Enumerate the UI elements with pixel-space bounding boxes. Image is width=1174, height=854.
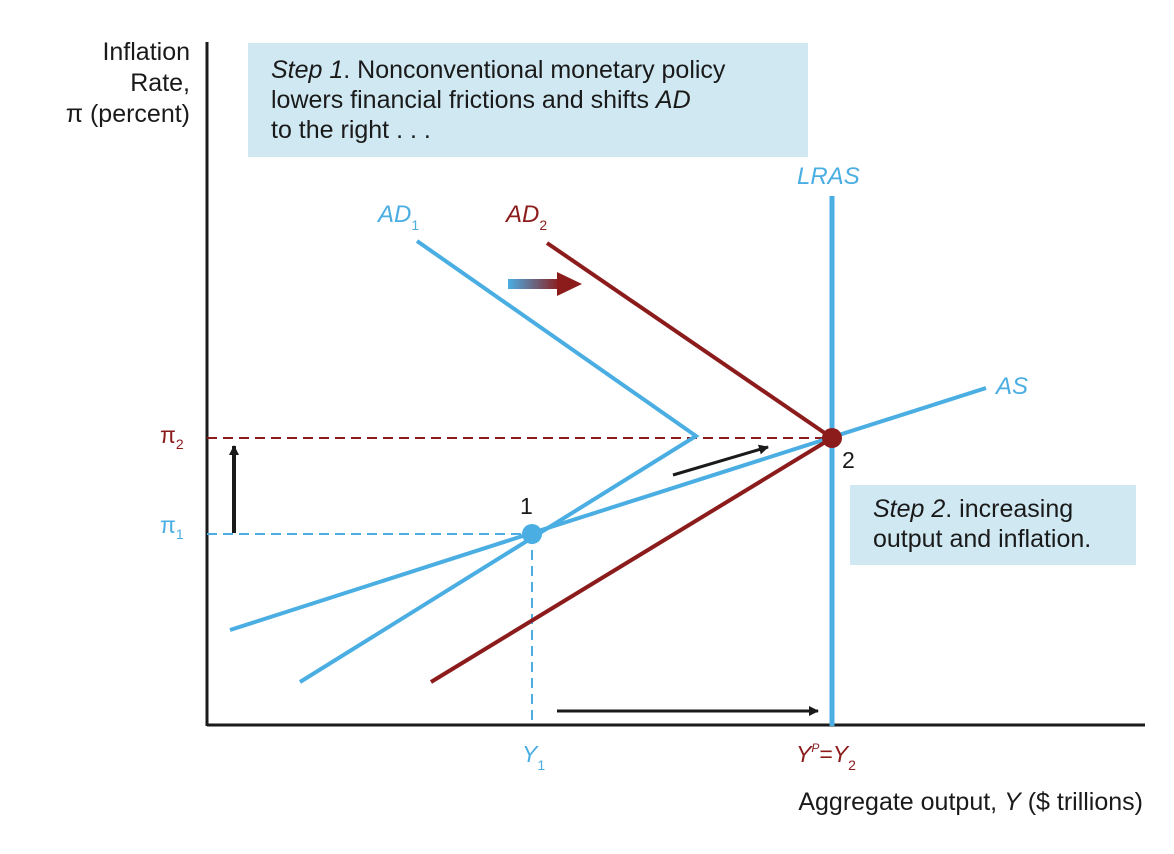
step-2-line-1-text: . increasing bbox=[945, 495, 1074, 523]
step-2-line-2: output and inflation. bbox=[873, 525, 1092, 553]
y-axis-title-line-3: π (percent) bbox=[65, 100, 190, 128]
as-label: AS bbox=[994, 373, 1028, 400]
step-1-line-3: to the right . . . bbox=[271, 116, 431, 144]
lras-label: LRAS bbox=[797, 163, 860, 190]
ad1-curve bbox=[298, 239, 700, 684]
step-2-lead: Step 2 bbox=[873, 495, 946, 523]
x-axis-title: Aggregate output, Y ($ trillions) bbox=[700, 788, 1143, 817]
y-axis-title-line-1: Inflation bbox=[102, 38, 190, 66]
as-movement-arrow bbox=[672, 444, 769, 477]
ad2-curve bbox=[429, 241, 836, 684]
y1-tick-label: Y1 bbox=[522, 741, 545, 773]
step-1-line-1-text: . Nonconventional monetary policy bbox=[343, 56, 726, 84]
x-axis-title-suffix: ($ trillions) bbox=[1020, 788, 1143, 816]
step-2-line-1: Step 2. increasing bbox=[873, 494, 1136, 524]
x-axis-title-prefix: Aggregate output, bbox=[798, 788, 1005, 816]
step-1-line-1: Step 1. Nonconventional monetary policy bbox=[271, 55, 808, 85]
point-1-label: 1 bbox=[520, 493, 533, 519]
equilibrium-point-2 bbox=[822, 428, 842, 448]
step-1-callout: Step 1. Nonconventional monetary policy … bbox=[248, 43, 808, 157]
ad-shift-arrow bbox=[508, 272, 582, 296]
y-axis-title: Inflation Rate, π (percent) bbox=[20, 37, 190, 130]
step-1-line-2: lowers financial frictions and shifts AD bbox=[271, 85, 808, 115]
equilibrium-point-1 bbox=[522, 524, 542, 544]
step-1-lead: Step 1 bbox=[271, 56, 344, 84]
x-axis-title-variable: Y bbox=[1004, 788, 1021, 816]
ad2-label: AD2 bbox=[504, 201, 547, 233]
yp-y2-tick-label: YP=Y2 bbox=[796, 741, 856, 773]
step-2-callout: Step 2. increasing output and inflation. bbox=[850, 485, 1136, 565]
point-2-label: 2 bbox=[842, 447, 855, 473]
ad1-label: AD1 bbox=[376, 201, 419, 233]
y-axis-title-line-2: Rate, bbox=[130, 69, 190, 97]
step-1-line-2-text: lowers financial frictions and shifts bbox=[271, 86, 656, 114]
pi1-tick-label: π1 bbox=[160, 512, 184, 542]
step-1-ad-variable: AD bbox=[655, 86, 691, 114]
pi2-tick-label: π2 bbox=[160, 422, 184, 452]
